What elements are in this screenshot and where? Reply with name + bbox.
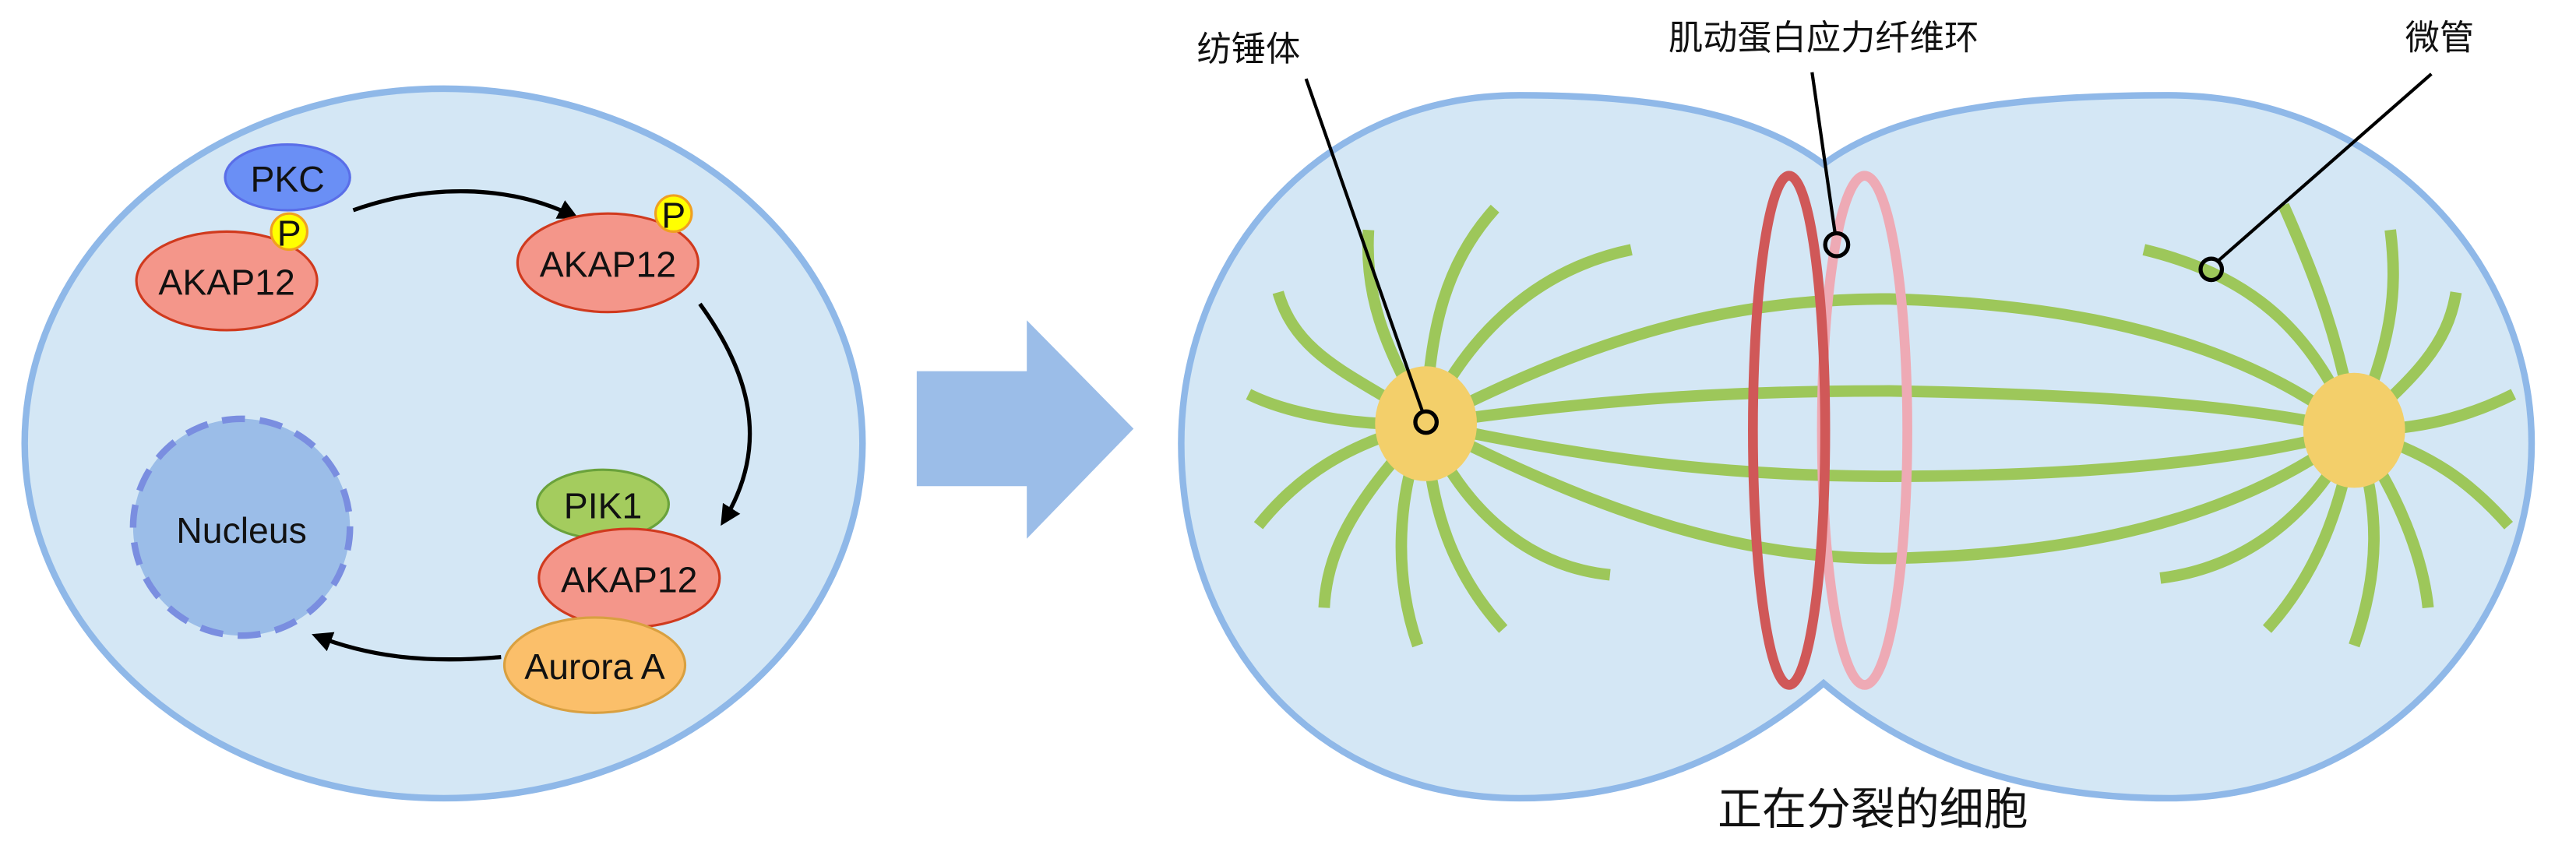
label-actin-ring: 肌动蛋白应力纤维环 (1669, 18, 1979, 58)
akap12-label: AKAP12 (540, 245, 676, 285)
leader-line (1810, 72, 1837, 234)
phosphate-label: P (277, 213, 301, 253)
leader-line (1304, 78, 1425, 414)
pkc-label: PKC (250, 159, 324, 199)
nucleus-label: Nucleus (176, 510, 307, 551)
caption: 正在分裂的细胞 (1718, 784, 2028, 836)
spindle-pole-right (2303, 372, 2405, 488)
spindle-fiber (1423, 293, 2358, 435)
dividing-cell: 纺锤体 肌动蛋白应力纤维环 微管 正在分裂的细胞 (1178, 18, 2535, 836)
pkc-akap-complex: PKC AKAP12 P (135, 143, 351, 332)
cell-membrane (21, 85, 866, 802)
phosphate-badge (270, 212, 309, 252)
akap12-node (516, 212, 700, 314)
pkc-node (224, 143, 351, 212)
pik1-label: PIK1 (564, 486, 643, 526)
aurora-a-label: Aurora A (524, 646, 665, 687)
spindle-fiber (1425, 385, 2356, 436)
akap12-label: AKAP12 (158, 262, 294, 303)
actin-ring-front (1748, 171, 1831, 690)
aurora-a-node (502, 616, 687, 714)
pointer-circle (1823, 231, 1851, 259)
pik1-akap-aurora-complex: PIK1 AKAP12 Aurora A (502, 468, 721, 714)
arrow-phosphorylation (352, 189, 579, 219)
arrow-to-nucleus (312, 632, 502, 662)
label-microtubule: 微管 (2405, 18, 2475, 58)
spindle-fiber (1425, 417, 2356, 482)
akap12-label: AKAP12 (561, 559, 697, 600)
akap12-node (135, 230, 319, 332)
pointer-circle (2198, 256, 2225, 283)
pointer-circle (1413, 409, 1439, 435)
label-spindle: 纺锤体 (1196, 30, 1300, 69)
phosphate-badge (654, 194, 693, 233)
spindle-pole-left (1375, 366, 1478, 481)
interphase-cell: Nucleus PKC AKAP12 P AKAP12 P PIK1 AKAP1… (21, 85, 866, 802)
spindle-fiber (1423, 418, 2358, 565)
phospho-akap-complex: AKAP12 P (516, 194, 700, 314)
phosphate-label: P (661, 195, 685, 235)
transition-arrow-icon (916, 320, 1134, 539)
nucleus: Nucleus (129, 415, 354, 639)
arrow-recruitment (698, 302, 752, 526)
nucleus-envelope (129, 415, 354, 639)
leader-line (2216, 72, 2433, 262)
